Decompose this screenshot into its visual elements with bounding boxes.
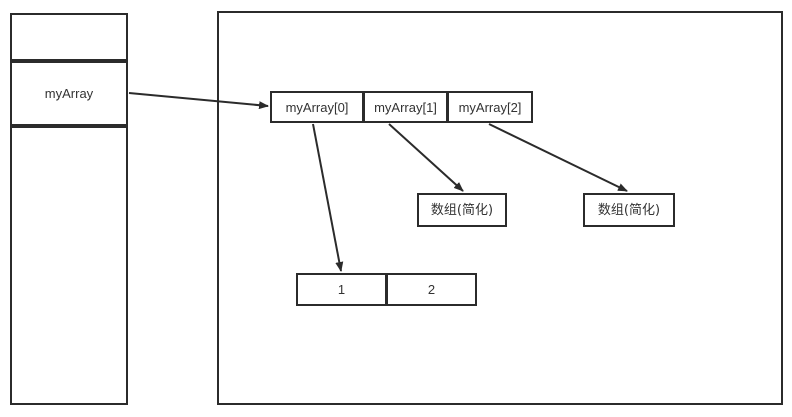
stack-cell-myarray: myArray [10, 61, 128, 126]
stack-cell-empty-top [10, 13, 128, 61]
inner-array-cell-1: 2 [386, 273, 477, 306]
stack-cell-empty-bottom [10, 126, 128, 405]
array-cell-2: myArray[2] [447, 91, 533, 123]
array-cell-0: myArray[0] [270, 91, 364, 123]
array-cell-1: myArray[1] [363, 91, 448, 123]
inner-array-cell-0: 1 [296, 273, 387, 306]
simplified-array-box-2: 数组(简化) [583, 193, 675, 227]
simplified-array-box-1: 数组(简化) [417, 193, 507, 227]
heap-container [217, 11, 783, 405]
